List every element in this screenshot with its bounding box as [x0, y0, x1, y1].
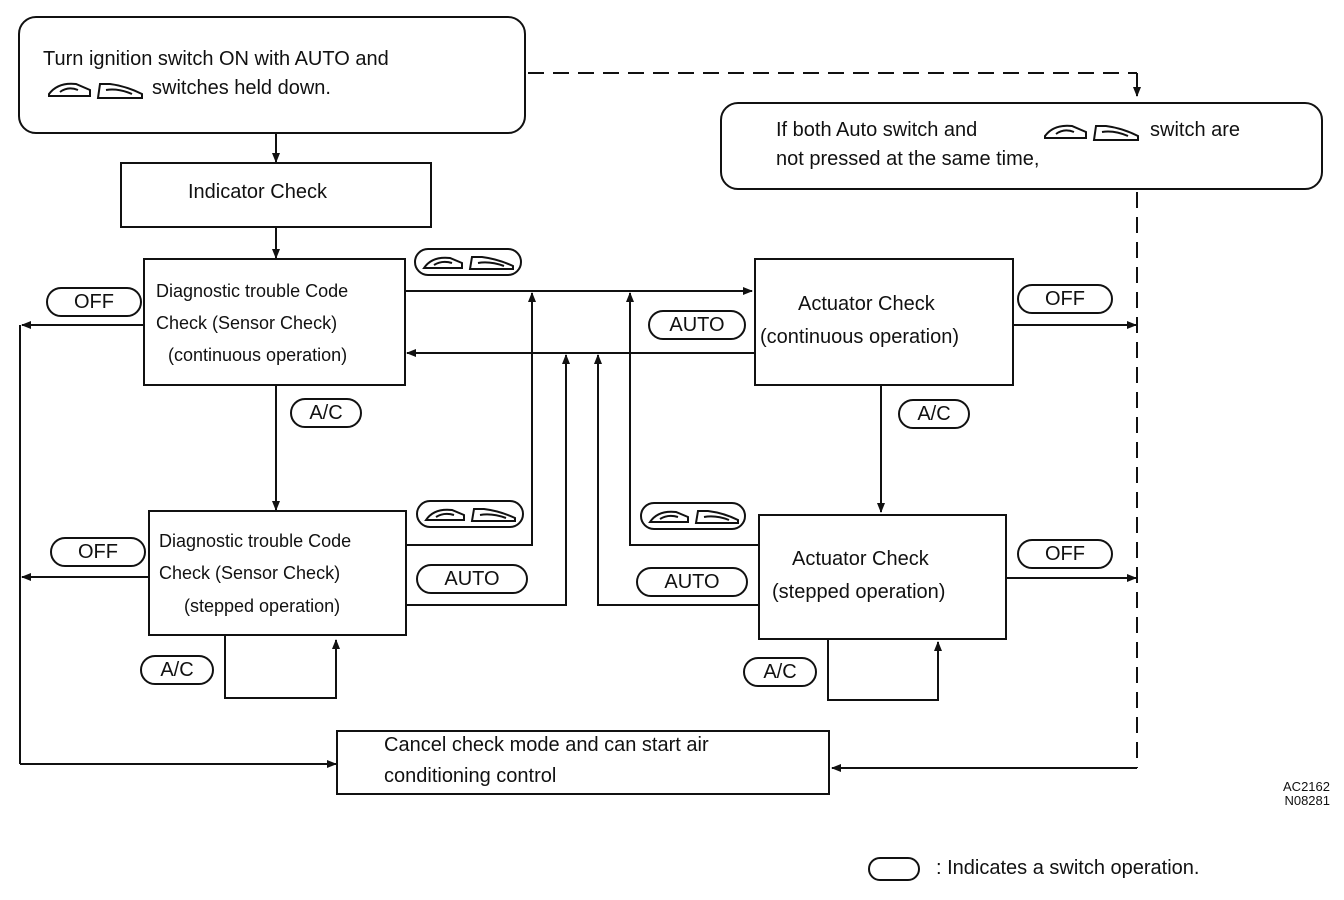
- ac-switch-pill: A/C: [140, 655, 214, 685]
- not-pressed-note-line1b: switch are: [1150, 119, 1241, 141]
- dtc-continuous-line2: Check (Sensor Check): [156, 313, 338, 333]
- not-pressed-note-line2: not pressed at the same time,: [776, 148, 1040, 170]
- defroster-switch-icons: [648, 510, 739, 524]
- defroster-switch-icons: [424, 508, 516, 522]
- ac-switch-pill: A/C: [743, 657, 817, 687]
- actuator-stepped-line1: Actuator Check: [792, 548, 929, 570]
- dtc-stepped-line2: Check (Sensor Check): [159, 563, 341, 583]
- start-step-box: [18, 16, 526, 134]
- actuator-continuous-box: [754, 258, 1014, 386]
- dtc-stepped-line3: (stepped operation): [184, 596, 341, 616]
- actuator-continuous-line1: Actuator Check: [798, 293, 935, 315]
- dtc-continuous-box: [143, 258, 406, 386]
- not-pressed-note-line1a: If both Auto switch and: [776, 119, 978, 141]
- defroster-switch-icons: [1042, 120, 1142, 144]
- off-switch-pill: OFF: [1017, 284, 1113, 314]
- actuator-stepped-line2: (stepped operation): [772, 581, 946, 603]
- auto-switch-pill: AUTO: [648, 310, 746, 340]
- defroster-switch-pill: [640, 502, 746, 530]
- start-step-line2: switches held down.: [152, 77, 331, 99]
- cancel-check-mode-box: [336, 730, 830, 795]
- auto-switch-pill: AUTO: [636, 567, 748, 597]
- off-switch-pill: OFF: [50, 537, 146, 567]
- off-switch-pill: OFF: [1017, 539, 1113, 569]
- actuator-continuous-line2: (continuous operation): [760, 326, 960, 348]
- legend-text: : Indicates a switch operation.: [936, 857, 1200, 879]
- dtc-continuous-line1: Diagnostic trouble Code: [156, 281, 349, 301]
- figure-reference-code: AC2162 N08281: [1250, 780, 1330, 808]
- indicator-check-label: Indicator Check: [188, 181, 327, 203]
- defroster-switch-pill: [416, 500, 524, 528]
- dtc-stepped-line1: Diagnostic trouble Code: [159, 531, 352, 551]
- defroster-switch-icons: [46, 78, 146, 102]
- defroster-switch-pill: [414, 248, 522, 276]
- cancel-check-mode-line2: conditioning control: [384, 765, 557, 787]
- not-pressed-note-box: [720, 102, 1323, 190]
- auto-switch-pill: AUTO: [416, 564, 528, 594]
- figure-reference-line1: AC2162: [1283, 779, 1330, 794]
- indicator-check-box: [120, 162, 432, 228]
- defroster-switch-icons: [422, 256, 514, 270]
- off-switch-pill: OFF: [46, 287, 142, 317]
- legend-switch-symbol: [868, 857, 920, 881]
- ac-switch-pill: A/C: [898, 399, 970, 429]
- dtc-continuous-line3: (continuous operation): [168, 345, 348, 365]
- start-step-line1: Turn ignition switch ON with AUTO and: [43, 48, 389, 70]
- dtc-stepped-box: [148, 510, 407, 636]
- ac-switch-pill: A/C: [290, 398, 362, 428]
- actuator-stepped-box: [758, 514, 1007, 640]
- figure-reference-line2: N08281: [1284, 793, 1330, 808]
- cancel-check-mode-line1: Cancel check mode and can start air: [384, 734, 709, 756]
